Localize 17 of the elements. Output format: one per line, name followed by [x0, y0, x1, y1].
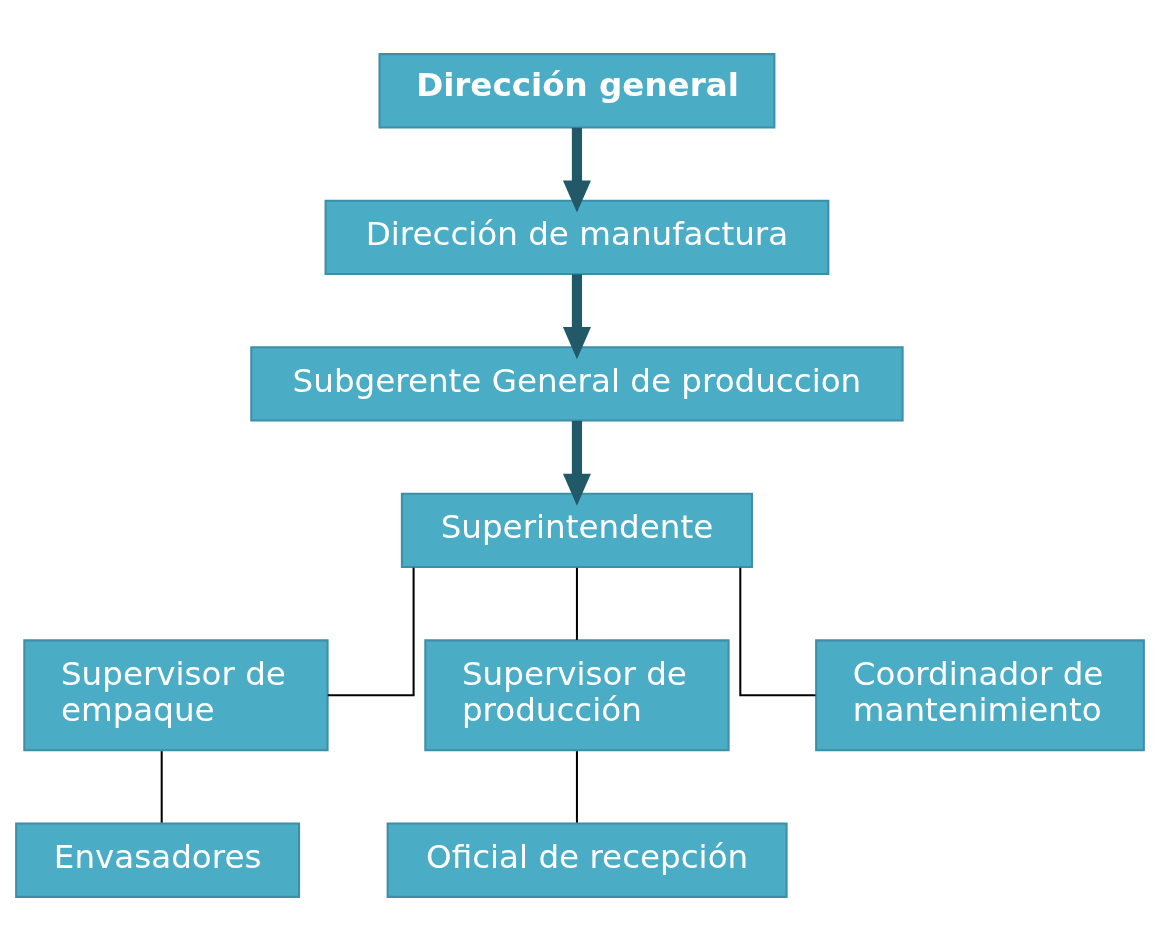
- arrow: [562, 127, 591, 213]
- node-box: Dirección de manufactura: [324, 199, 830, 275]
- connector: [575, 751, 578, 823]
- connector: [160, 751, 163, 823]
- node-box: Envasadores: [15, 822, 301, 898]
- connector: [739, 567, 816, 697]
- node-box: Supervisor de empaque: [23, 639, 329, 752]
- node-box: Coordinador de mantenimiento: [815, 639, 1145, 752]
- node-box: Oficial de recepción: [386, 822, 788, 898]
- connector: [327, 567, 415, 697]
- arrow: [562, 274, 591, 360]
- arrow: [562, 420, 591, 506]
- node-box: Dirección general: [378, 53, 776, 129]
- node-box: Supervisor de producción: [424, 639, 730, 752]
- node-box: Superintendente: [400, 492, 753, 569]
- connector: [575, 567, 578, 640]
- node-box: Subgerente General de produccion: [250, 346, 904, 422]
